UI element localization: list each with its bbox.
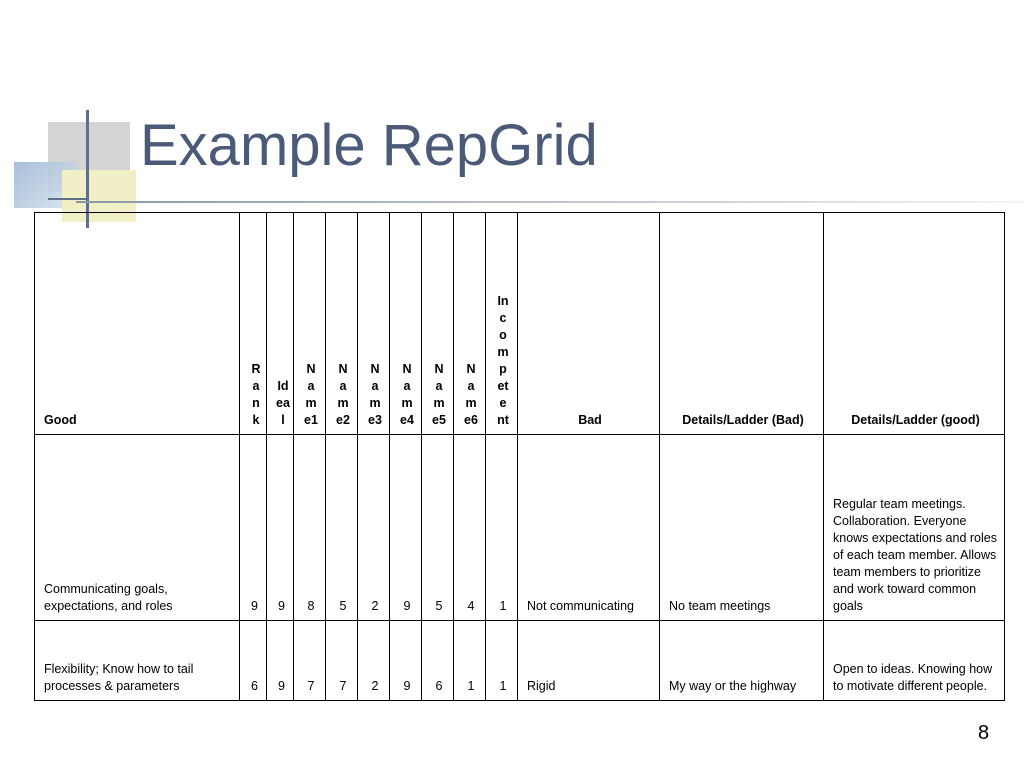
cell-name6: 1 xyxy=(453,620,486,701)
header-details-bad: Details/Ladder (Bad) xyxy=(659,212,824,435)
slide-title: Example RepGrid xyxy=(140,113,598,178)
cell-incompetent: 1 xyxy=(485,434,518,621)
decor-horizontal-line xyxy=(48,198,88,200)
cell-name2: 7 xyxy=(325,620,358,701)
header-name5: Name5 xyxy=(421,212,454,435)
header-row: Good Rank Ideal Name1 Name2 Name3 Name4 … xyxy=(34,212,1005,435)
title-underline xyxy=(76,201,1024,203)
cell-incompetent: 1 xyxy=(485,620,518,701)
cell-details-bad: My way or the highway xyxy=(659,620,824,701)
cell-name1: 8 xyxy=(293,434,326,621)
table-row: Flexibility; Know how to tail processes … xyxy=(34,620,1005,701)
header-name4: Name4 xyxy=(389,212,422,435)
cell-name4: 9 xyxy=(389,434,422,621)
cell-name5: 6 xyxy=(421,620,454,701)
cell-bad: Not communicating xyxy=(517,434,660,621)
table-row: Communicating goals, expectations, and r… xyxy=(34,434,1005,621)
cell-bad: Rigid xyxy=(517,620,660,701)
cell-details-bad: No team meetings xyxy=(659,434,824,621)
cell-name2: 5 xyxy=(325,434,358,621)
header-name3: Name3 xyxy=(357,212,390,435)
cell-name4: 9 xyxy=(389,620,422,701)
cell-good: Flexibility; Know how to tail processes … xyxy=(34,620,240,701)
header-bad: Bad xyxy=(517,212,660,435)
cell-ideal: 9 xyxy=(266,434,294,621)
header-name2: Name2 xyxy=(325,212,358,435)
header-rank: Rank xyxy=(239,212,267,435)
cell-name5: 5 xyxy=(421,434,454,621)
header-details-good: Details/Ladder (good) xyxy=(823,212,1005,435)
cell-details-good: Regular team meetings. Collaboration. Ev… xyxy=(823,434,1005,621)
cell-name3: 2 xyxy=(357,620,390,701)
cell-ideal: 9 xyxy=(266,620,294,701)
repgrid-table: Good Rank Ideal Name1 Name2 Name3 Name4 … xyxy=(34,212,1005,701)
cell-name1: 7 xyxy=(293,620,326,701)
header-incompetent: Incompetent xyxy=(485,212,518,435)
decor-vertical-line xyxy=(86,110,89,228)
header-name6: Name6 xyxy=(453,212,486,435)
header-name1: Name1 xyxy=(293,212,326,435)
cell-rank: 9 xyxy=(239,434,267,621)
cell-details-good: Open to ideas. Knowing how to motivate d… xyxy=(823,620,1005,701)
cell-name3: 2 xyxy=(357,434,390,621)
page-number: 8 xyxy=(978,722,990,744)
header-good: Good xyxy=(34,212,240,435)
header-ideal: Ideal xyxy=(266,212,294,435)
cell-rank: 6 xyxy=(239,620,267,701)
cell-good: Communicating goals, expectations, and r… xyxy=(34,434,240,621)
cell-name6: 4 xyxy=(453,434,486,621)
